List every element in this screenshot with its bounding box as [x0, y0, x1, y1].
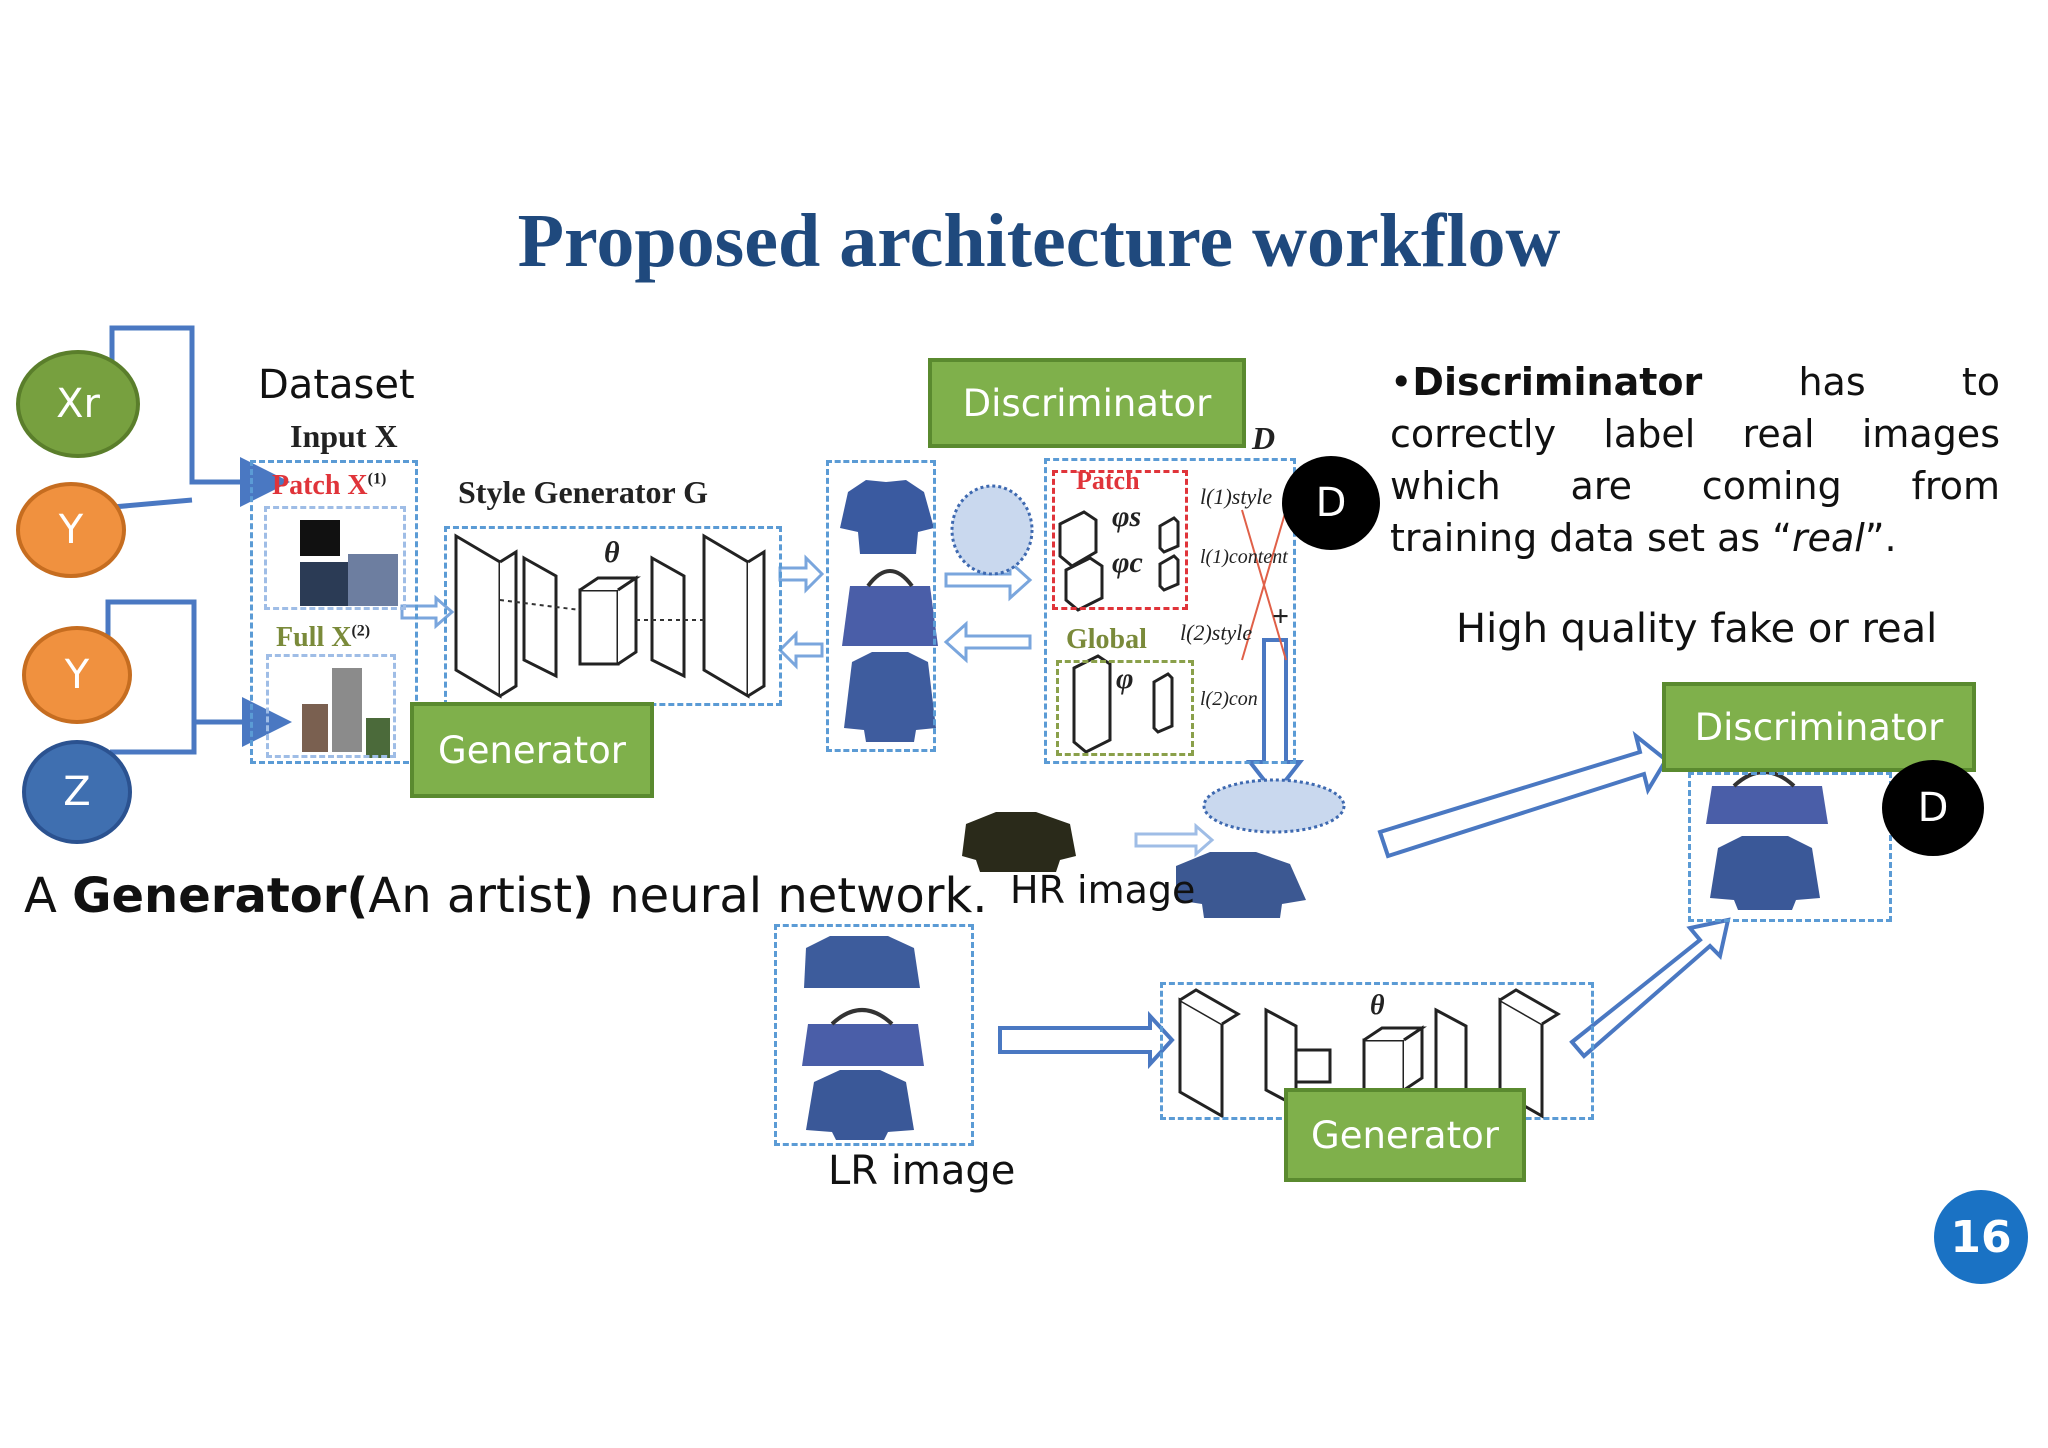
discriminator-area — [1044, 458, 1296, 764]
input-y-circle-top: Y — [16, 482, 126, 578]
disc-line-4: training data set as “real”. — [1390, 516, 1897, 560]
d-cross-lines — [1241, 509, 1287, 661]
hq-fake-or-real-label: High quality fake or real — [1456, 606, 1938, 652]
d-badge-right: D — [1882, 760, 1984, 856]
arrow-hr-small — [1134, 822, 1215, 858]
lr-images-column — [774, 924, 974, 1146]
l-style-1-label: l(1)style — [1200, 484, 1273, 509]
top-arrows — [400, 554, 1033, 670]
style-generator-label: Style Generator G — [458, 474, 709, 510]
input-x-box — [250, 460, 418, 764]
arrow-hr-to-discriminator — [1377, 730, 1669, 859]
generator-left-box: Generator — [410, 702, 654, 798]
arrow-lr-to-generator — [998, 1010, 1175, 1070]
generator-bottom-box: Generator — [1284, 1088, 1526, 1182]
global-d-label: Global — [1066, 624, 1147, 655]
bottom-generator-blocks — [1178, 988, 1561, 1119]
phi-c-label: φc — [1112, 546, 1143, 579]
input-xr-label: Xr — [56, 381, 100, 427]
discriminator-right-images — [1688, 772, 1892, 922]
disc-line-2: correctly label real images — [1390, 412, 2000, 456]
hr-image-label: HR image — [1010, 868, 1196, 912]
l-style-2-label: l(2)style — [1180, 620, 1253, 645]
input-z-circle: Z — [22, 740, 132, 844]
patch-image-box — [264, 506, 406, 610]
input-x-label: Input X — [290, 418, 398, 454]
global-d-box — [1056, 660, 1194, 756]
input-z-label: Z — [63, 769, 91, 815]
generator-caption: A Generator(An artist) neural network. — [24, 868, 988, 924]
input-y-label-bottom: Y — [64, 652, 90, 698]
l-content-1-label: l(1)content — [1200, 546, 1288, 568]
page-number-badge: 16 — [1934, 1190, 2028, 1284]
lr-image-label: LR image — [828, 1148, 1016, 1194]
input-bracket-bottom — [105, 599, 292, 755]
patch-d-box — [1052, 470, 1188, 610]
style-generator-blocks — [454, 533, 766, 699]
clothing-images — [300, 480, 1828, 1140]
generated-images-column — [826, 460, 936, 752]
input-xr-circle: Xr — [16, 350, 140, 458]
discriminator-top-box: Discriminator — [928, 358, 1246, 448]
style-generator-links — [499, 599, 704, 621]
patch-x-label: Patch X(1) — [272, 470, 387, 501]
theta-bottom: θ — [1370, 990, 1385, 1021]
input-y-circle-bottom: Y — [22, 626, 132, 724]
dataset-label: Dataset — [258, 362, 415, 408]
l-content-2-label: l(2)con — [1200, 688, 1258, 710]
disc-line-3: which are coming from — [1390, 464, 2000, 508]
generator-bottom-label: Generator — [1311, 1113, 1499, 1157]
arrow-generator-to-discriminator — [1569, 917, 1731, 1059]
plus-sign: + — [1272, 600, 1290, 633]
theta-top: θ — [604, 536, 620, 569]
discriminator-right-label: Discriminator — [1694, 705, 1944, 749]
discriminator-description: •Discriminator has to correctly label re… — [1390, 356, 2000, 564]
full-image-box — [266, 654, 396, 758]
generator-left-label: Generator — [438, 728, 626, 772]
d-letter: D — [1252, 420, 1276, 456]
full-x-label: Full X(2) — [276, 622, 371, 653]
phi-s-label: φs — [1112, 500, 1142, 533]
patch-d-label: Patch — [1076, 466, 1140, 495]
discriminator-blocks — [1058, 510, 1180, 754]
disc-line-1: •Discriminator has to — [1390, 360, 2000, 404]
slide-title: Proposed architecture workflow — [517, 199, 1561, 283]
phi-label: φ — [1116, 662, 1134, 695]
input-y-label-top: Y — [58, 507, 84, 553]
discriminator-right-box: Discriminator — [1662, 682, 1976, 772]
noise-ellipses — [950, 484, 1346, 834]
discriminator-top-label: Discriminator — [962, 381, 1212, 425]
d-badge-top: D — [1282, 456, 1380, 550]
